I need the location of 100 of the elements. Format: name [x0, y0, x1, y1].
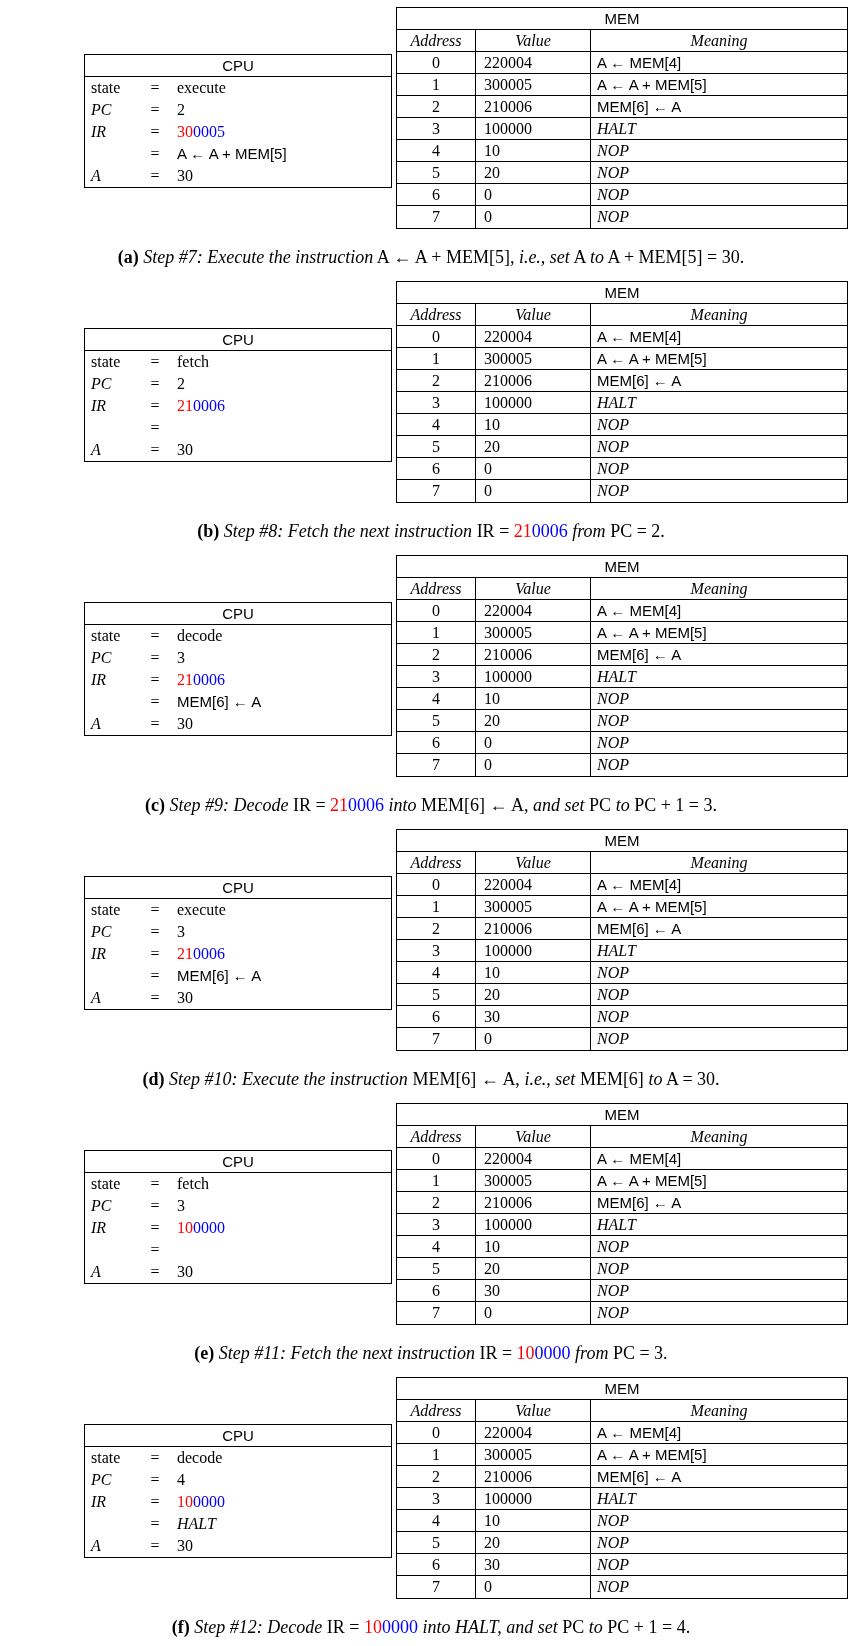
instruction-meaning: MEM[6] ← A — [591, 370, 847, 392]
instruction-meaning: NOP — [591, 1280, 847, 1302]
equals-sign: = — [149, 122, 161, 142]
equals-sign: = — [149, 144, 161, 164]
instruction-meaning: NOP — [596, 1303, 630, 1323]
memory-value: 220004 — [476, 326, 591, 348]
register-name: IR — [90, 1218, 108, 1238]
memory-address: 4 — [397, 688, 476, 710]
decoded-instruction: HALT — [177, 1514, 218, 1534]
register-name: IR — [90, 1492, 108, 1512]
memory-value: 210006 — [476, 1192, 591, 1214]
equals-sign: = — [149, 626, 161, 646]
memory-address: 0 — [397, 1422, 476, 1444]
memory-value: 20 — [476, 1258, 591, 1280]
memory-value: 10 — [476, 688, 591, 710]
equals-sign: = — [149, 1536, 161, 1556]
memory-address: 7 — [397, 1576, 476, 1598]
memory-address: 7 — [397, 480, 476, 502]
instruction-meaning: NOP — [591, 688, 847, 710]
figure-caption: (b) Step #8: Fetch the next instruction IR = 210006 from PC = 2. — [196, 520, 666, 543]
memory-address: 1 — [397, 1444, 476, 1466]
memory-address: 2 — [397, 1466, 476, 1488]
equals-sign: = — [149, 440, 161, 460]
register-name: A — [89, 1262, 102, 1282]
register-value: 210006 — [177, 396, 226, 416]
register-name: A — [89, 1536, 102, 1556]
register-name: A — [89, 166, 102, 186]
memory-value: 100000 — [476, 392, 591, 414]
instruction-meaning: A ← A + MEM[5] — [591, 622, 847, 644]
table-header: CPU — [85, 329, 391, 351]
memory-address: 2 — [397, 370, 476, 392]
equals-sign: = — [149, 1448, 161, 1468]
memory-address: 0 — [397, 52, 476, 74]
equals-sign: = — [149, 1218, 161, 1238]
register-name: IR — [90, 944, 108, 964]
memory-address: 2 — [397, 644, 476, 666]
memory-value: 210006 — [476, 96, 591, 118]
memory-table — [396, 829, 848, 1051]
memory-value: 0 — [476, 732, 591, 754]
register-name: PC — [90, 648, 113, 668]
register-name: state — [90, 900, 122, 920]
instruction-meaning: A ← A + MEM[5] — [591, 896, 847, 918]
memory-address: 3 — [397, 392, 476, 414]
memory-value: 300005 — [476, 74, 591, 96]
memory-address: 7 — [397, 1028, 476, 1050]
register-name: state — [90, 1174, 122, 1194]
instruction-meaning: NOP — [596, 1577, 630, 1597]
register-value: 30 — [177, 166, 194, 186]
instruction-meaning: MEM[6] ← A — [591, 918, 847, 940]
instruction-meaning: NOP — [591, 710, 847, 732]
memory-address: 3 — [397, 118, 476, 140]
table-header: MEM — [397, 556, 847, 578]
register-name: IR — [90, 396, 108, 416]
memory-address: 1 — [397, 622, 476, 644]
equals-sign: = — [149, 1262, 161, 1282]
memory-value: 20 — [476, 162, 591, 184]
instruction-meaning: A ← A + MEM[5] — [591, 74, 847, 96]
column-header: Value — [476, 1126, 591, 1148]
column-header: Address — [397, 1400, 476, 1422]
instruction-meaning: HALT — [591, 392, 847, 414]
cpu-register-table — [84, 1424, 392, 1558]
equals-sign: = — [149, 1196, 161, 1216]
instruction-meaning: HALT — [591, 1214, 847, 1236]
instruction-meaning: HALT — [591, 1488, 847, 1510]
memory-value: 30 — [476, 1280, 591, 1302]
cpu-register-table — [84, 54, 392, 188]
memory-table — [396, 1103, 848, 1325]
equals-sign: = — [149, 374, 161, 394]
memory-value: 20 — [476, 1532, 591, 1554]
instruction-meaning: A ← MEM[4] — [591, 1422, 847, 1444]
instruction-meaning: A ← MEM[4] — [591, 326, 847, 348]
memory-address: 6 — [397, 1554, 476, 1576]
equals-sign: = — [149, 922, 161, 942]
memory-value: 220004 — [476, 1148, 591, 1170]
instruction-meaning: NOP — [591, 1258, 847, 1280]
instruction-meaning: NOP — [591, 1532, 847, 1554]
instruction-meaning: NOP — [591, 732, 847, 754]
register-name: PC — [90, 1196, 113, 1216]
memory-value: 100000 — [476, 1214, 591, 1236]
memory-address: 0 — [397, 874, 476, 896]
register-value: decode — [177, 626, 224, 646]
memory-value: 0 — [476, 1302, 591, 1324]
column-header: Address — [397, 852, 476, 874]
memory-value: 10 — [476, 1510, 591, 1532]
instruction-meaning: NOP — [591, 458, 847, 480]
register-name: PC — [90, 100, 113, 120]
register-name: state — [90, 626, 122, 646]
instruction-meaning: NOP — [591, 436, 847, 458]
memory-value: 10 — [476, 140, 591, 162]
memory-address: 1 — [397, 74, 476, 96]
memory-value: 210006 — [476, 644, 591, 666]
memory-address: 1 — [397, 348, 476, 370]
memory-value: 30 — [476, 1554, 591, 1576]
memory-table — [396, 1377, 848, 1599]
cpu-register-table — [84, 602, 392, 736]
memory-address: 6 — [397, 1280, 476, 1302]
register-value: 30 — [177, 440, 194, 460]
column-header: Meaning — [591, 304, 847, 326]
instruction-meaning: NOP — [591, 140, 847, 162]
memory-value: 0 — [476, 1028, 591, 1050]
